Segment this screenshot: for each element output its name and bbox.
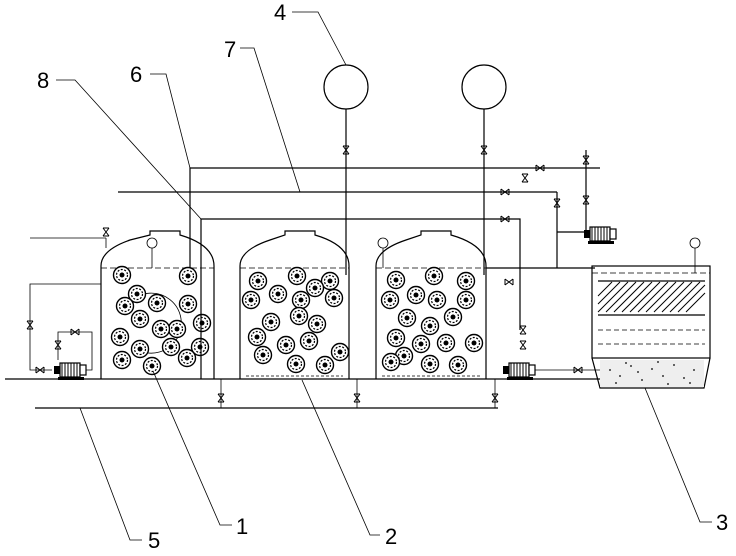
media-tank-1 [110, 265, 212, 376]
media-tank-2 [241, 266, 350, 375]
tank-1-circulation [129, 292, 182, 354]
label-1: 1 [236, 514, 248, 539]
gas-holder-2 [461, 64, 507, 275]
leader-lines [56, 11, 712, 541]
label-4: 4 [274, 0, 286, 25]
label-3: 3 [716, 510, 728, 535]
settling-tank-3 [591, 237, 711, 389]
level-gauge-1 [146, 237, 158, 249]
label-6: 6 [130, 62, 142, 87]
pipe-network [29, 150, 600, 408]
label-8: 8 [37, 68, 49, 93]
gas-holder-1 [323, 64, 369, 275]
label-7: 7 [224, 37, 236, 62]
pump-left [53, 362, 87, 381]
pump-top [583, 226, 617, 245]
media-tank-3 [380, 266, 484, 375]
level-gauge-3 [377, 237, 389, 249]
pump-right [502, 362, 536, 381]
label-2: 2 [385, 524, 397, 549]
label-5: 5 [148, 528, 160, 551]
